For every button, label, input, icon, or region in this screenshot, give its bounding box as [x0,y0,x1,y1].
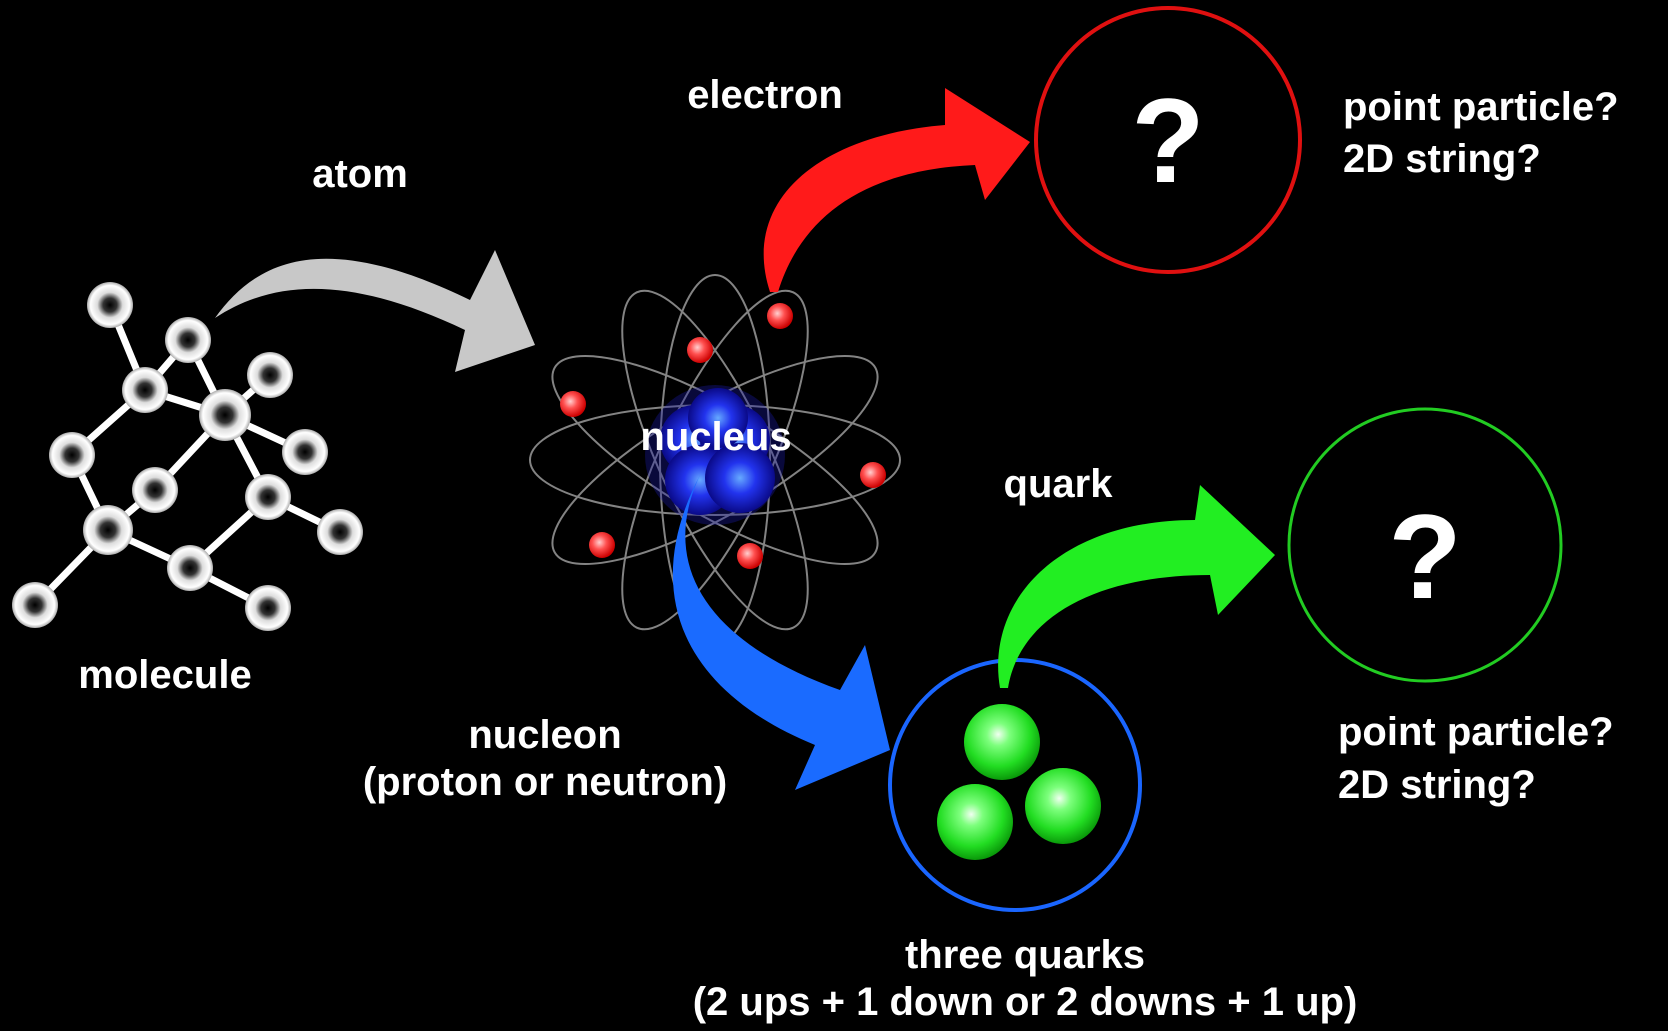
atom-arrow [215,250,535,372]
nucleus-graphic [645,385,785,525]
electron-dots [560,303,886,569]
nucleon-circle [888,658,1142,912]
three-quarks-label-line1: three quarks [905,933,1145,977]
three-quark-balls [937,704,1101,860]
quark-possibility-line2: 2D string? [1338,763,1536,807]
three-quarks-label-line2: (2 ups + 1 down or 2 downs + 1 up) [693,980,1358,1024]
nucleus-label: nucleus [640,415,791,459]
electron-mystery-circle [1034,6,1302,274]
electron-question-mark: ? [1131,74,1204,208]
nucleon-label-line1: nucleon [468,713,621,757]
quark-arrow [998,485,1275,688]
nucleon-arrow [672,475,890,790]
atom-label: atom [312,152,408,196]
nucleon-label-line2: (proton or neutron) [363,760,727,804]
electron-arrow [763,88,1030,292]
electron-possibility-line2: 2D string? [1343,137,1541,181]
quark-mystery-circle [1287,407,1563,683]
quark-possibility-line1: point particle? [1338,710,1614,754]
quark-label: quark [1004,462,1114,506]
molecule-atoms [12,282,363,631]
quark-question-mark: ? [1388,490,1461,624]
electron-possibility-line1: point particle? [1343,85,1619,129]
molecule-label: molecule [78,653,251,697]
electron-label: electron [687,73,843,117]
